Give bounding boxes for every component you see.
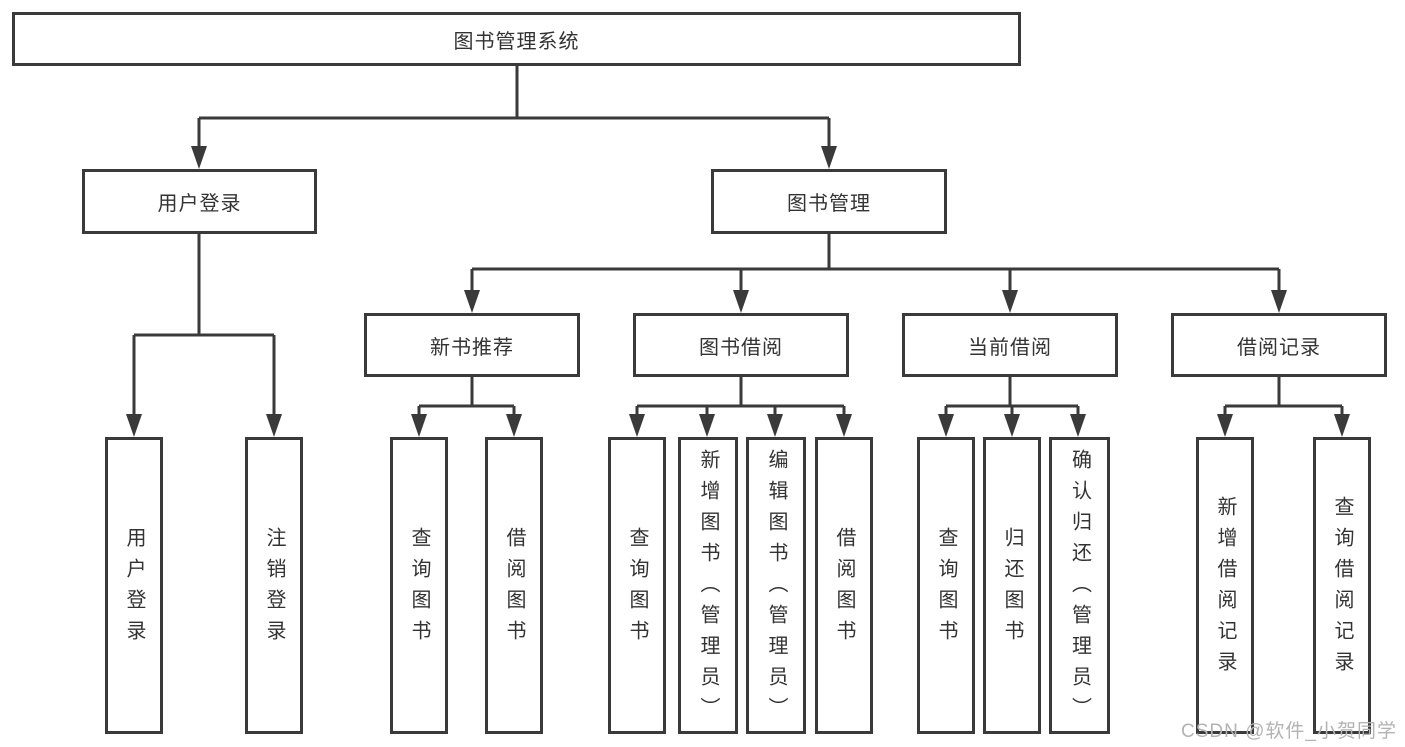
leaf-user-login: 用户登录 [105, 437, 163, 734]
leaf-cb-query-books: 查询图书 [917, 437, 975, 734]
node-book-borrow: 图书借阅 [633, 313, 849, 377]
leaf-bb-borrow-books: 借阅图书 [815, 437, 873, 734]
node-borrow-records: 借阅记录 [1171, 313, 1387, 377]
leaf-br-query-record: 查询借阅记录 [1313, 437, 1371, 734]
leaf-nbr-query-books: 查询图书 [390, 437, 448, 734]
node-new-book-recommend: 新书推荐 [364, 313, 580, 377]
node-current-borrow: 当前借阅 [902, 313, 1118, 377]
node-user-login: 用户登录 [82, 169, 317, 234]
leaf-logout: 注销登录 [245, 437, 303, 734]
arrowheads [126, 146, 1350, 437]
leaf-bb-add-books-admin: 新增图书（管理员） [678, 437, 738, 734]
leaf-bb-edit-books-admin: 编辑图书（管理员） [746, 437, 806, 734]
node-book-management: 图书管理 [711, 169, 947, 234]
leaf-nbr-borrow-books: 借阅图书 [485, 437, 543, 734]
leaf-br-add-record: 新增借阅记录 [1196, 437, 1254, 734]
leaf-bb-query-books: 查询图书 [608, 437, 666, 734]
leaf-cb-return-books: 归还图书 [983, 437, 1041, 734]
csdn-watermark: CSDN @软件_小贺同学 [1181, 721, 1397, 742]
node-root: 图书管理系统 [12, 12, 1021, 66]
leaf-cb-confirm-return-admin: 确认归还（管理员） [1049, 437, 1110, 734]
